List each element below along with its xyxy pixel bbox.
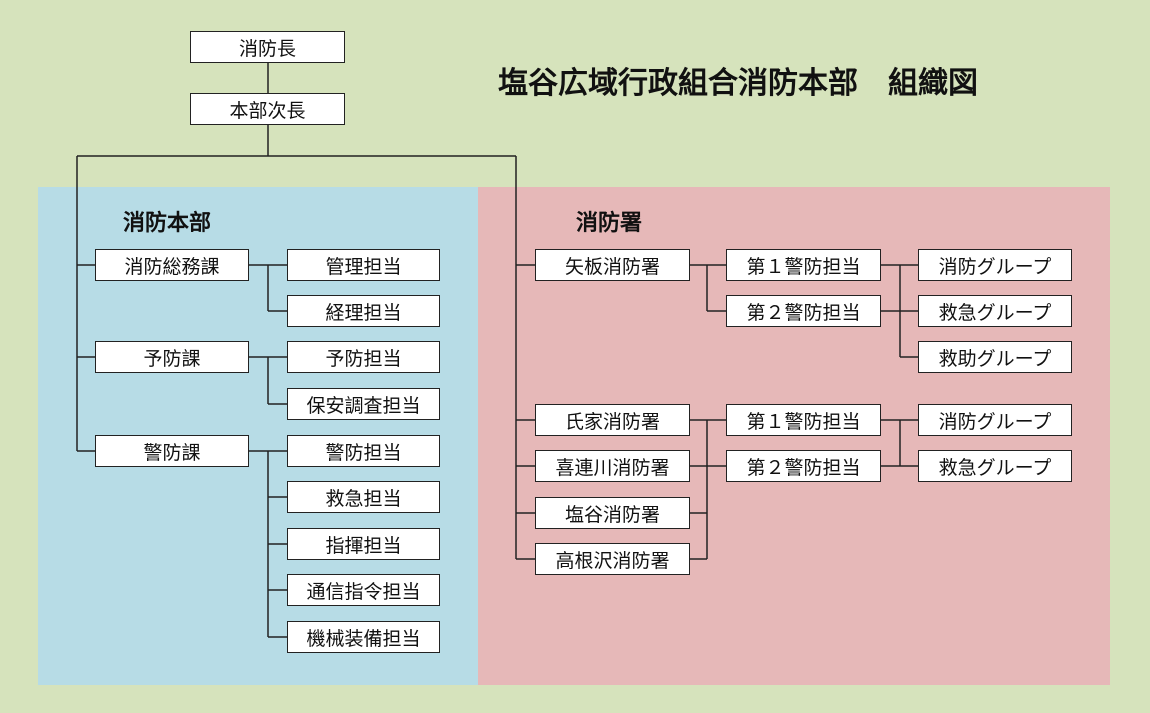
station-box: 氏家消防署 [535, 404, 690, 436]
unit-box: 通信指令担当 [287, 574, 440, 606]
station-box-yaita: 矢板消防署 [535, 249, 690, 281]
deputy-chief-box: 本部次長 [190, 93, 345, 125]
unit-box: 指揮担当 [287, 528, 440, 560]
station-box: 高根沢消防署 [535, 543, 690, 575]
unit-box: 保安調査担当 [287, 388, 440, 420]
division-box-general-affairs: 消防総務課 [95, 249, 249, 281]
station-box: 塩谷消防署 [535, 497, 690, 529]
group-box: 救急グループ [918, 450, 1072, 482]
unit-box: 警防担当 [287, 435, 440, 467]
section-box: 第１警防担当 [726, 249, 881, 281]
group-box: 消防グループ [918, 249, 1072, 281]
group-box: 救助グループ [918, 341, 1072, 373]
group-box: 救急グループ [918, 295, 1072, 327]
unit-box: 経理担当 [287, 295, 440, 327]
stations-label: 消防署 [576, 211, 643, 236]
division-box-fire-defense: 警防課 [95, 435, 249, 467]
unit-box: 機械装備担当 [287, 621, 440, 653]
station-box: 喜連川消防署 [535, 450, 690, 482]
section-box: 第２警防担当 [726, 450, 881, 482]
section-box: 第２警防担当 [726, 295, 881, 327]
section-box: 第１警防担当 [726, 404, 881, 436]
unit-box: 管理担当 [287, 249, 440, 281]
division-box-prevention: 予防課 [95, 341, 249, 373]
unit-box: 予防担当 [287, 341, 440, 373]
unit-box: 救急担当 [287, 481, 440, 513]
chart-title: 塩谷広域行政組合消防本部 組織図 [498, 66, 978, 101]
group-box: 消防グループ [918, 404, 1072, 436]
chief-box: 消防長 [190, 31, 345, 63]
headquarters-label: 消防本部 [123, 211, 212, 236]
